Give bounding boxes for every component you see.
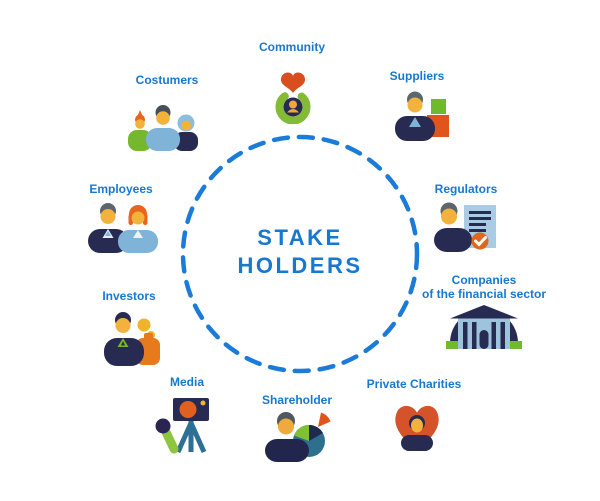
- label-suppliers: Suppliers: [389, 69, 445, 83]
- label-regulators: Regulators: [434, 182, 498, 196]
- diagram-title: STAKE HOLDERS: [200, 224, 400, 280]
- embracing-figure-shape: [275, 89, 311, 124]
- bank-building-icon: [446, 305, 522, 349]
- label-investors: Investors: [102, 289, 156, 303]
- microphone-head: [155, 418, 171, 434]
- community-icon: [275, 72, 311, 124]
- label-costumers: Costumers: [135, 73, 199, 87]
- label-media: Media: [169, 375, 204, 389]
- person-head: [411, 418, 423, 433]
- camera-lens: [179, 401, 197, 418]
- camera-microphone-icon: [155, 398, 209, 454]
- green-box: [431, 99, 446, 114]
- regulators-icon: [434, 202, 496, 252]
- grass-left: [446, 341, 459, 349]
- grass-right: [509, 341, 522, 349]
- label-community: Community: [259, 40, 325, 54]
- pie-slice-detached: [318, 412, 331, 427]
- person-shoulders: [287, 109, 299, 113]
- roof: [450, 305, 518, 319]
- diagram-title-line2: HOLDERS: [237, 253, 363, 278]
- heart-person-icon: [395, 405, 439, 451]
- employees-icon: [88, 203, 158, 253]
- label-shareholder: Shareholder: [261, 393, 333, 407]
- investors-icon: [104, 312, 160, 366]
- microphone-handle: [161, 427, 179, 454]
- label-private-charities: Private Charities: [366, 377, 462, 391]
- coin: [137, 318, 151, 332]
- heart-shape: [281, 72, 305, 93]
- shareholder-pie-icon: [265, 412, 331, 462]
- costumers-icon: [128, 105, 198, 151]
- tripod: [188, 421, 194, 452]
- person-body: [401, 435, 433, 451]
- check-mark: [474, 236, 487, 247]
- door: [479, 330, 489, 349]
- label-companies-financial-sector: Companies of the financial sector: [421, 273, 547, 301]
- diagram-title-line1: STAKE: [257, 225, 343, 250]
- person-head: [289, 100, 297, 109]
- label-employees: Employees: [89, 182, 153, 196]
- suppliers-icon: [395, 91, 449, 141]
